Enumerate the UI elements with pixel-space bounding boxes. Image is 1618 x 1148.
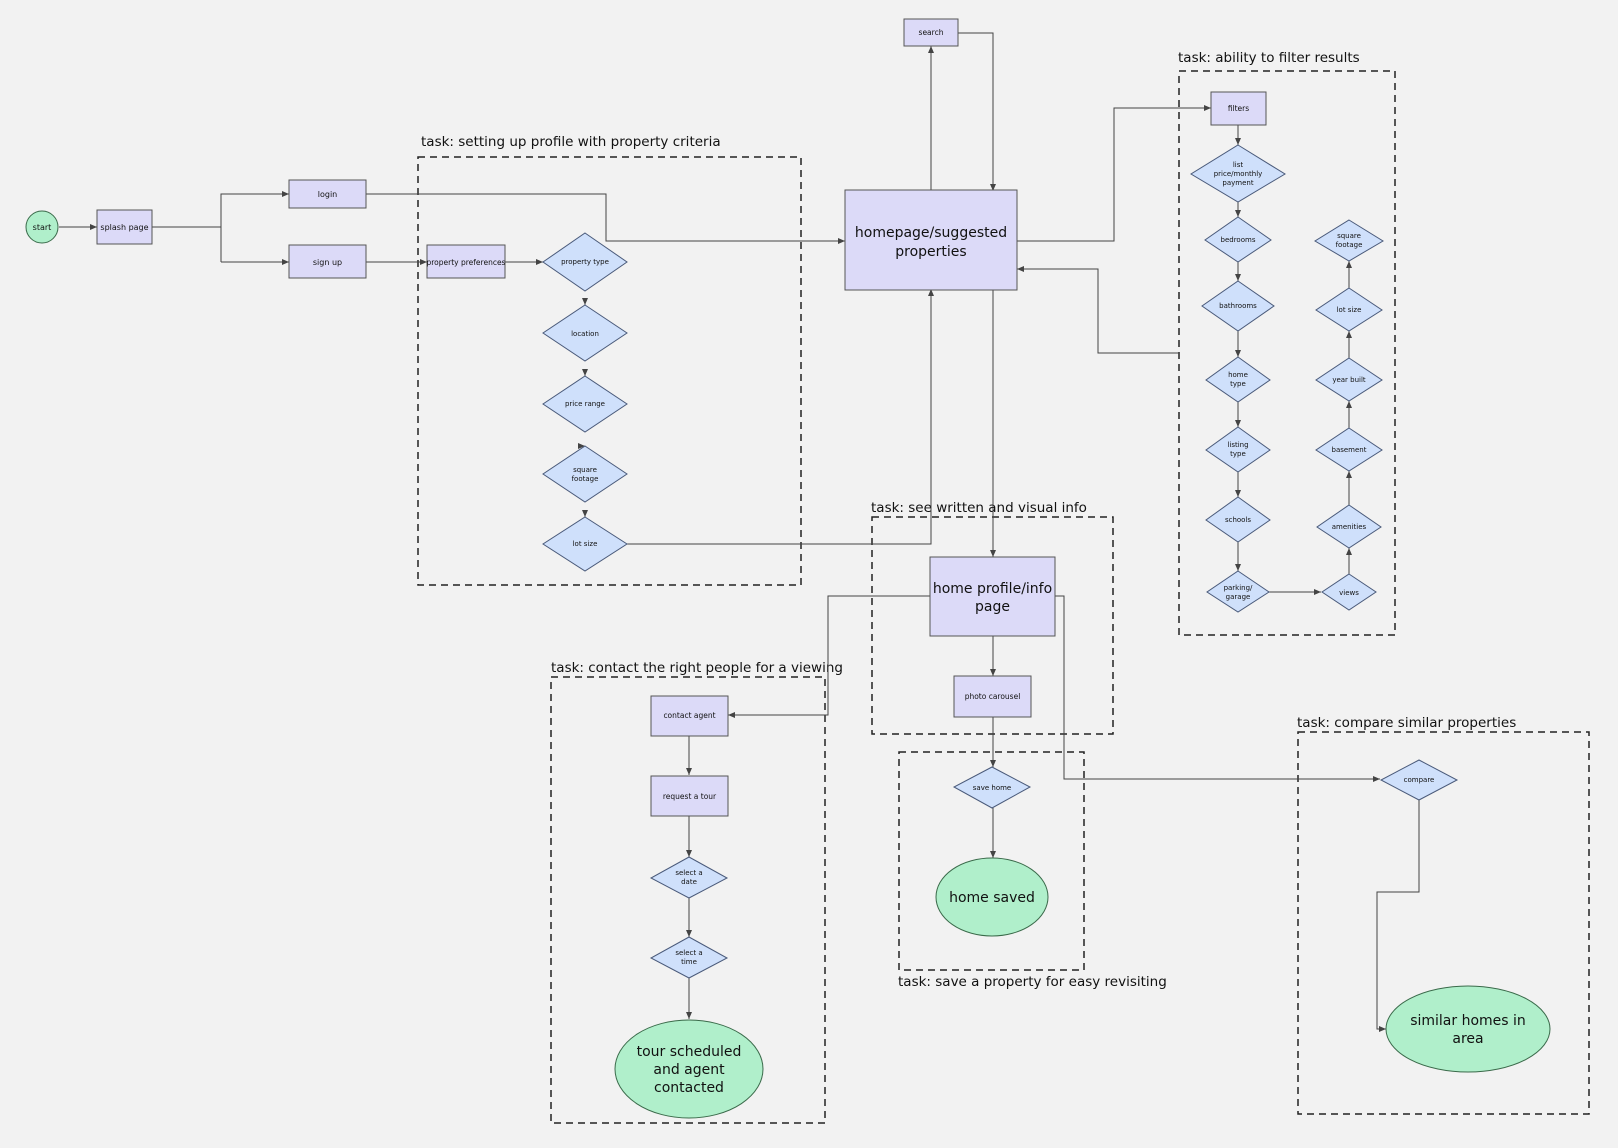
edge-splash-login [152, 191, 289, 228]
group-filter-results: task: ability to filter results [1178, 50, 1396, 636]
group-contact: task: contact the right people for a vie… [550, 660, 843, 1124]
parking-garage-diamond[interactable]: parking/garage [1206, 570, 1270, 613]
filters-label: filters [1228, 104, 1249, 113]
save-home-diamond[interactable]: save home [952, 766, 1032, 809]
group-contact-label: task: contact the right people for a vie… [551, 660, 843, 676]
price-range-diamond[interactable]: price range [542, 375, 628, 433]
edge-homepage-filters [1017, 105, 1211, 242]
request-tour-label: request a tour [663, 792, 717, 801]
price-range-label: price range [565, 400, 605, 408]
edge-profile-contact [728, 595, 930, 718]
edge-lot-homepage [627, 289, 934, 545]
contact-agent-node[interactable]: contact agent [650, 695, 729, 737]
compare-label: compare [1404, 776, 1435, 784]
group-info-label: task: see written and visual info [871, 500, 1087, 516]
group-compare: task: compare similar properties [1297, 715, 1590, 1115]
schools-diamond[interactable]: schools [1205, 496, 1271, 543]
lot-size-filter-diamond[interactable]: lot size [1315, 287, 1383, 332]
group-save: task: save a property for easy revisitin… [898, 751, 1167, 990]
bathrooms-label: bathrooms [1219, 302, 1257, 310]
edge-profile-compare [1055, 595, 1380, 782]
group-compare-label: task: compare similar properties [1297, 715, 1516, 731]
group-save-label: task: save a property for easy revisitin… [898, 974, 1167, 990]
search-node[interactable]: search [903, 18, 959, 47]
views-diamond[interactable]: views [1321, 573, 1377, 611]
compare-diamond[interactable]: compare [1379, 759, 1459, 801]
amenities-label: amenities [1332, 523, 1367, 531]
login-node[interactable]: login [288, 179, 367, 209]
splash-page-node[interactable]: splash page [96, 209, 153, 245]
edge-compare-similar [1376, 800, 1420, 1032]
home-saved-oval[interactable]: home saved [935, 857, 1049, 937]
splash-page-label: splash page [100, 223, 148, 232]
property-type-diamond[interactable]: property type [542, 232, 628, 292]
year-built-diamond[interactable]: year built [1315, 357, 1383, 402]
edges [59, 32, 1420, 1032]
year-built-label: year built [1332, 376, 1366, 384]
edge-search-homepage [958, 32, 996, 191]
group-profile-setup: task: setting up profile with property c… [417, 134, 802, 586]
start-node[interactable]: start [25, 210, 59, 244]
bedrooms-label: bedrooms [1221, 236, 1256, 244]
signup-label: sign up [313, 258, 342, 267]
edge-login-homepage [366, 193, 845, 244]
lot-size-diamond[interactable]: lot size [542, 516, 628, 572]
property-preferences-label: property preferences [427, 258, 506, 267]
start-node-label: start [33, 223, 52, 232]
views-label: views [1339, 589, 1359, 597]
search-label: search [919, 28, 944, 37]
photo-carousel-node[interactable]: photo carousel [953, 675, 1032, 718]
login-label: login [318, 190, 338, 199]
basement-diamond[interactable]: basement [1315, 427, 1383, 472]
group-profile-label: task: setting up profile with property c… [421, 134, 721, 150]
basement-label: basement [1332, 446, 1367, 454]
bedrooms-diamond[interactable]: bedrooms [1204, 216, 1272, 263]
filters-node[interactable]: filters [1210, 91, 1267, 126]
group-filter-label: task: ability to filter results [1178, 50, 1360, 66]
location-label: location [571, 330, 599, 338]
photo-carousel-label: photo carousel [965, 692, 1021, 701]
lot-size-filter-label: lot size [1337, 306, 1362, 314]
location-diamond[interactable]: location [542, 304, 628, 362]
amenities-diamond[interactable]: amenities [1316, 504, 1382, 549]
edge-filters-homepage [1017, 266, 1179, 354]
schools-label: schools [1225, 516, 1251, 524]
lot-size-label: lot size [573, 540, 598, 548]
parking-garage-label: parking/garage [1224, 584, 1253, 601]
home-saved-label: home saved [949, 890, 1035, 906]
bathrooms-diamond[interactable]: bathrooms [1201, 280, 1275, 332]
signup-node[interactable]: sign up [288, 244, 367, 279]
property-type-label: property type [561, 258, 609, 266]
save-home-label: save home [973, 784, 1011, 792]
contact-agent-label: contact agent [663, 711, 715, 720]
property-preferences-node[interactable]: property preferences [426, 244, 506, 279]
request-tour-node[interactable]: request a tour [650, 775, 729, 817]
